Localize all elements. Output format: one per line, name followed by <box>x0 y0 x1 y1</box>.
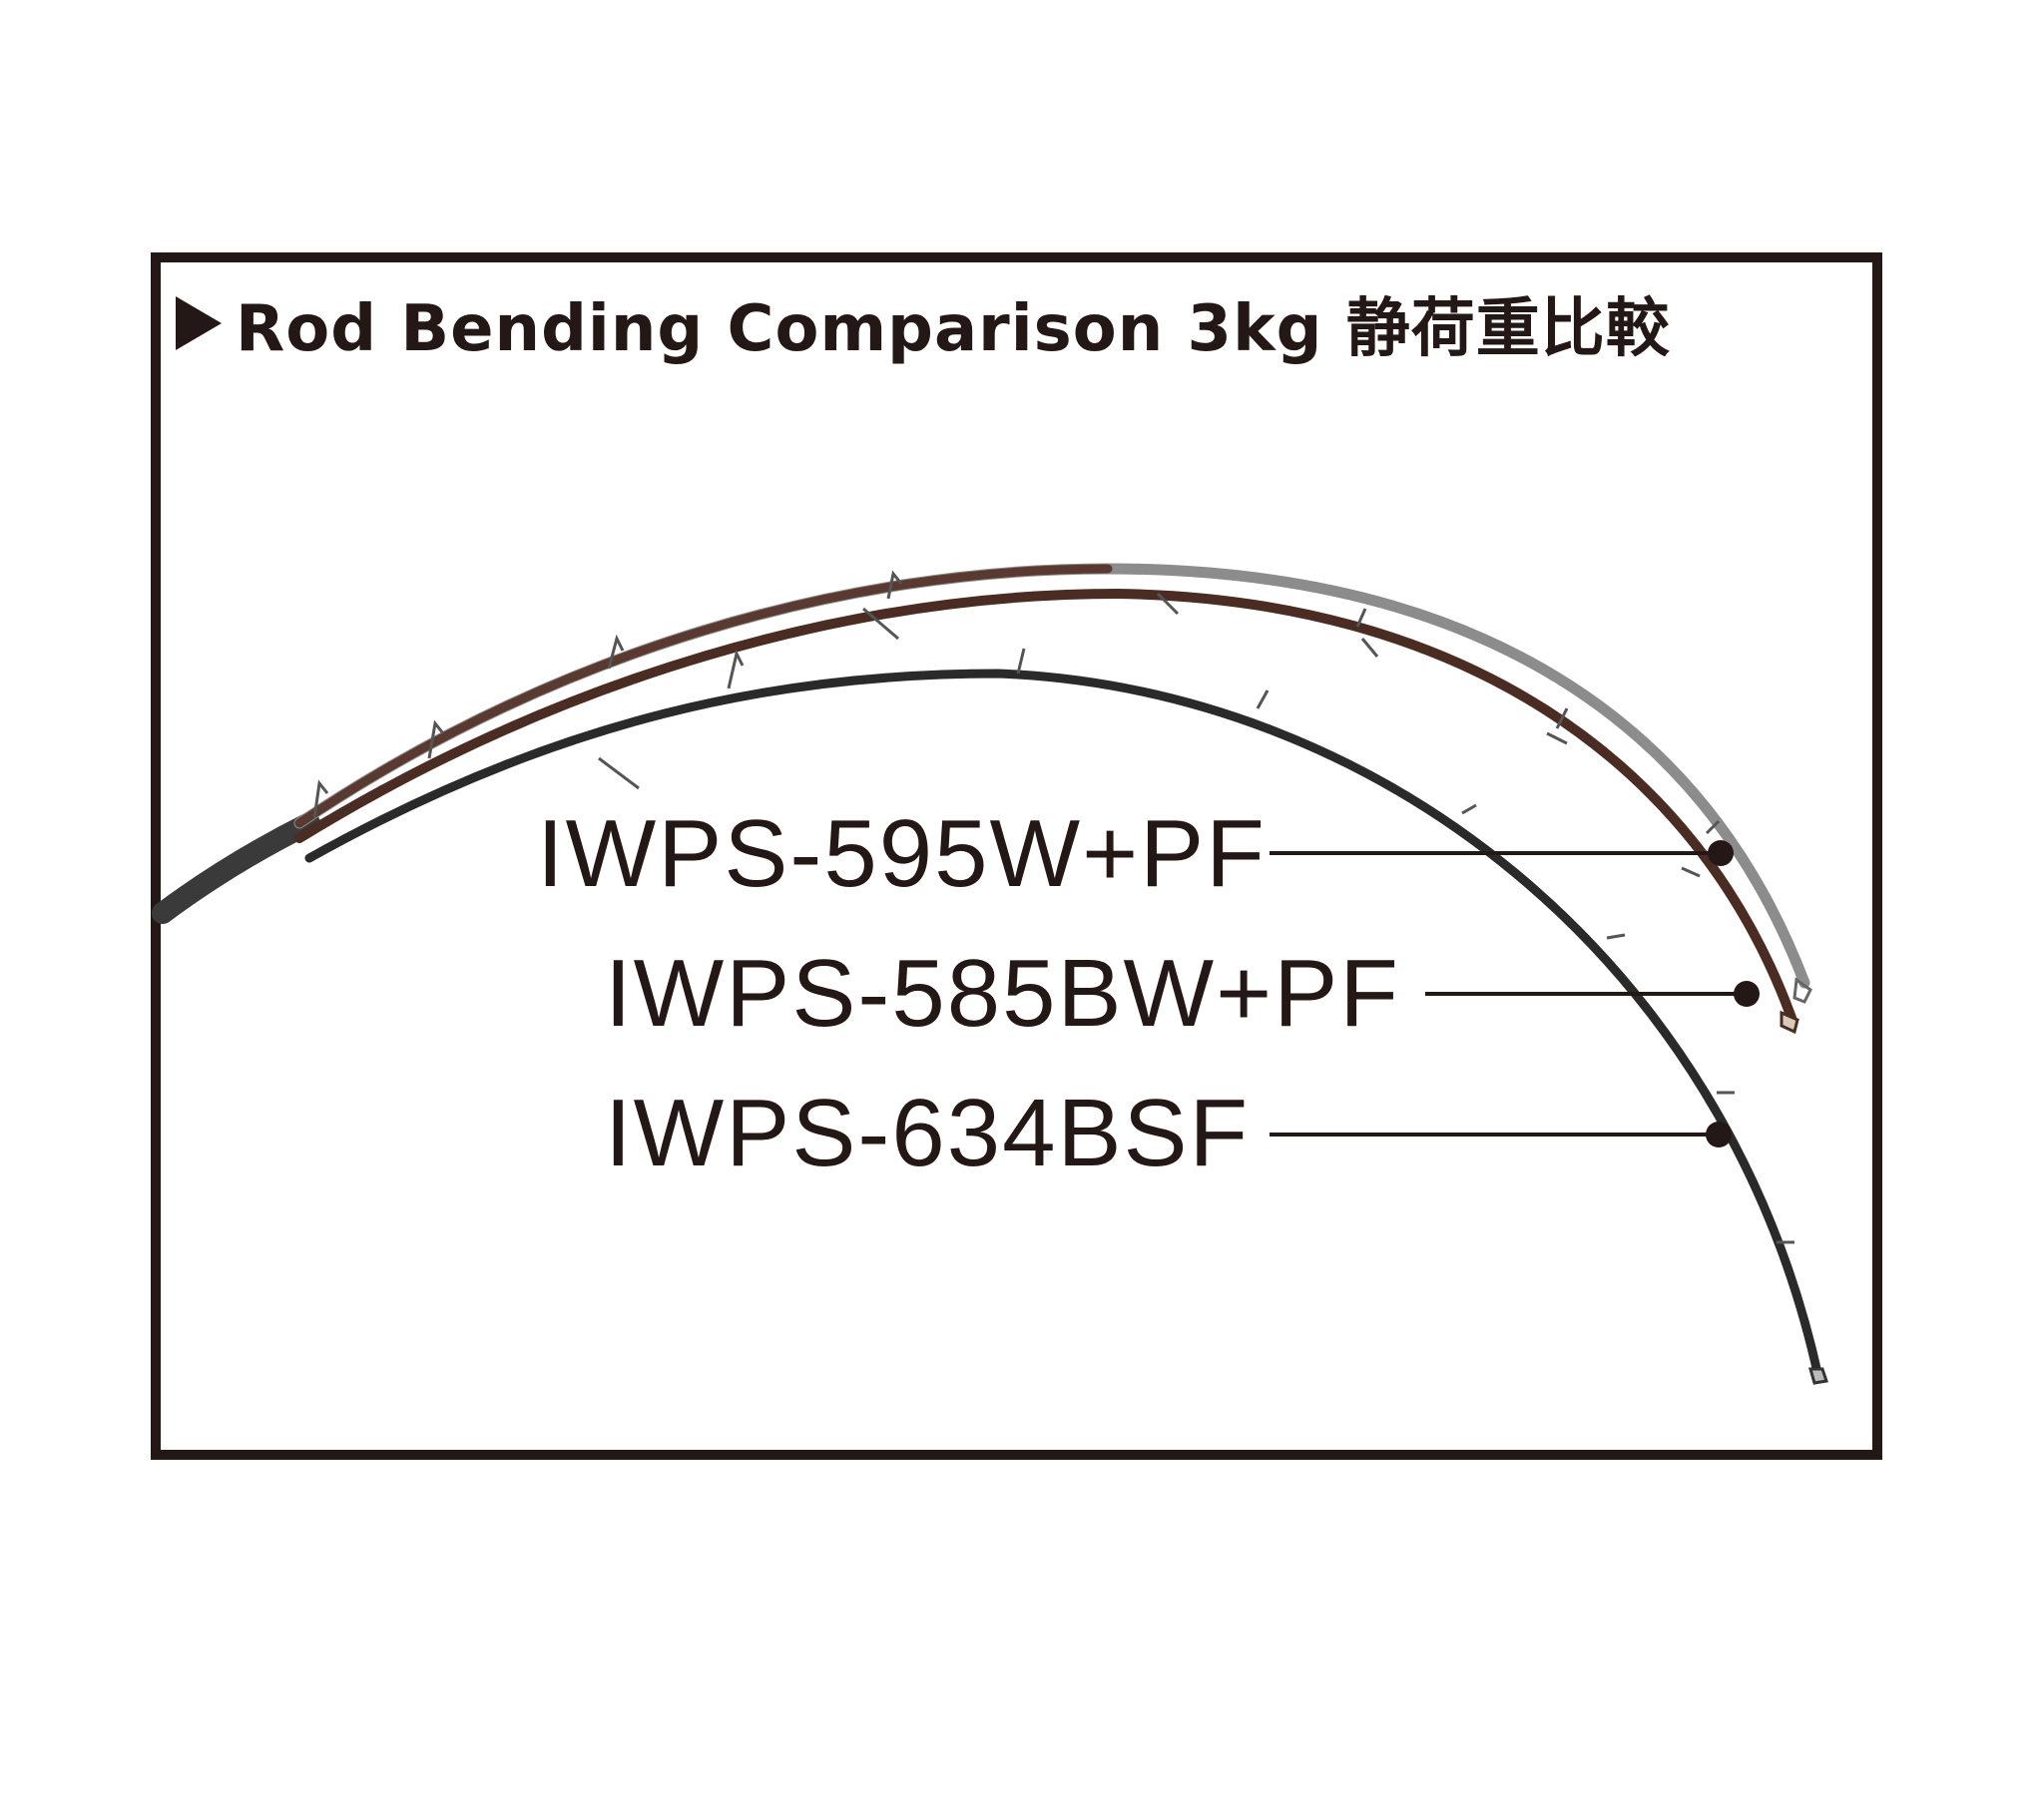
rod-butt <box>152 812 320 924</box>
tip-top-634bsf <box>1808 1367 1828 1385</box>
rod-label-585bw: IWPS-585BW+PF <box>605 940 1400 1047</box>
leader-dot-634bsf <box>1706 1122 1732 1147</box>
rod-label-634bsf: IWPS-634BSF <box>605 1080 1251 1186</box>
rod-595w <box>293 563 1810 989</box>
figure-title: Rod Bending Comparison 3kg 静荷重比較 <box>176 283 1671 366</box>
tip-top-595w <box>1792 977 1812 1004</box>
leader-dot-595w <box>1708 840 1734 866</box>
leader-dot-585bw <box>1734 981 1760 1007</box>
rod-guides <box>312 570 1794 1244</box>
rod-585bw <box>294 588 1796 1023</box>
figure-frame <box>151 252 1882 1460</box>
tip-top-585bw <box>1780 1010 1799 1035</box>
rod-label-595w: IWPS-595W+PF <box>537 800 1267 907</box>
rod-634bsf <box>304 669 1823 1382</box>
triangle-pointer-icon <box>176 296 222 350</box>
rod-595w-butt <box>294 564 1113 828</box>
title-text: Rod Bending Comparison 3kg 静荷重比較 <box>236 292 1671 366</box>
